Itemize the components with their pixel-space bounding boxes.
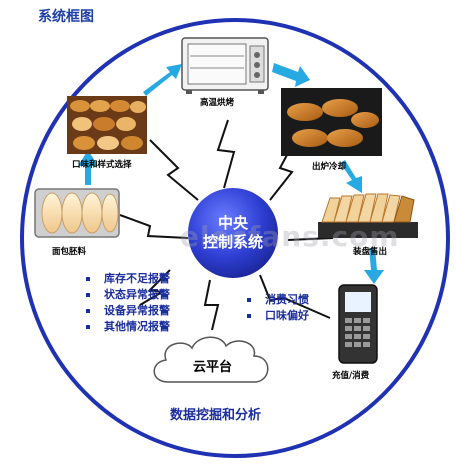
dough-icon <box>34 188 120 238</box>
bottom-label: 数据挖掘和分析 <box>170 408 262 423</box>
label-out: 出炉冷却 <box>312 162 347 172</box>
pos-terminal-icon <box>338 284 378 364</box>
system-ring <box>20 18 450 458</box>
arrow-flavor-to-oven <box>143 64 182 96</box>
sliced-bread-icon <box>318 193 418 238</box>
cloud-label: 云平台 <box>193 360 233 375</box>
arrow-dough-to-flavor <box>78 150 98 185</box>
page-title: 系统框图 <box>38 9 94 25</box>
list-item: 其他情况报警 <box>86 319 170 335</box>
hub-label: 中央 控制系统 <box>188 214 278 252</box>
arrow-oven-to-out <box>272 63 310 87</box>
bullet-icon <box>86 325 90 329</box>
arrow-out-to-slice <box>340 160 362 193</box>
cloud-icon <box>153 336 269 383</box>
list-item: 消费习惯 <box>247 292 309 308</box>
consumer-list: 消费习惯 口味偏好 <box>247 292 309 324</box>
watermark: elecfans.com <box>180 220 400 253</box>
list-item: 设备异常报警 <box>86 303 170 319</box>
list-item: 状态异常报警 <box>86 287 170 303</box>
croissant-photo <box>281 88 382 156</box>
flow-arrows <box>78 63 384 284</box>
label-flavor: 口味和样式选择 <box>72 160 132 170</box>
bullet-icon <box>247 314 251 318</box>
bullet-icon <box>86 293 90 297</box>
central-hub <box>188 188 278 278</box>
label-pos: 充值/消费 <box>332 371 370 381</box>
oven-icon <box>181 37 269 94</box>
label-dough: 面包胚料 <box>52 247 87 257</box>
label-oven: 高温烘烤 <box>200 98 235 108</box>
bullet-icon <box>86 309 90 313</box>
hub-line-2: 控制系统 <box>202 233 263 251</box>
list-item: 库存不足报警 <box>86 271 170 287</box>
list-item: 口味偏好 <box>247 308 309 324</box>
flavor-photo <box>67 96 147 154</box>
bullet-icon <box>247 298 251 302</box>
alert-list: 库存不足报警 状态异常报警 设备异常报警 其他情况报警 <box>86 271 170 335</box>
arrow-slice-to-pos <box>364 248 384 284</box>
bullet-icon <box>86 277 90 281</box>
hub-line-1: 中央 <box>217 214 248 232</box>
label-slice: 装盘售出 <box>353 247 388 257</box>
